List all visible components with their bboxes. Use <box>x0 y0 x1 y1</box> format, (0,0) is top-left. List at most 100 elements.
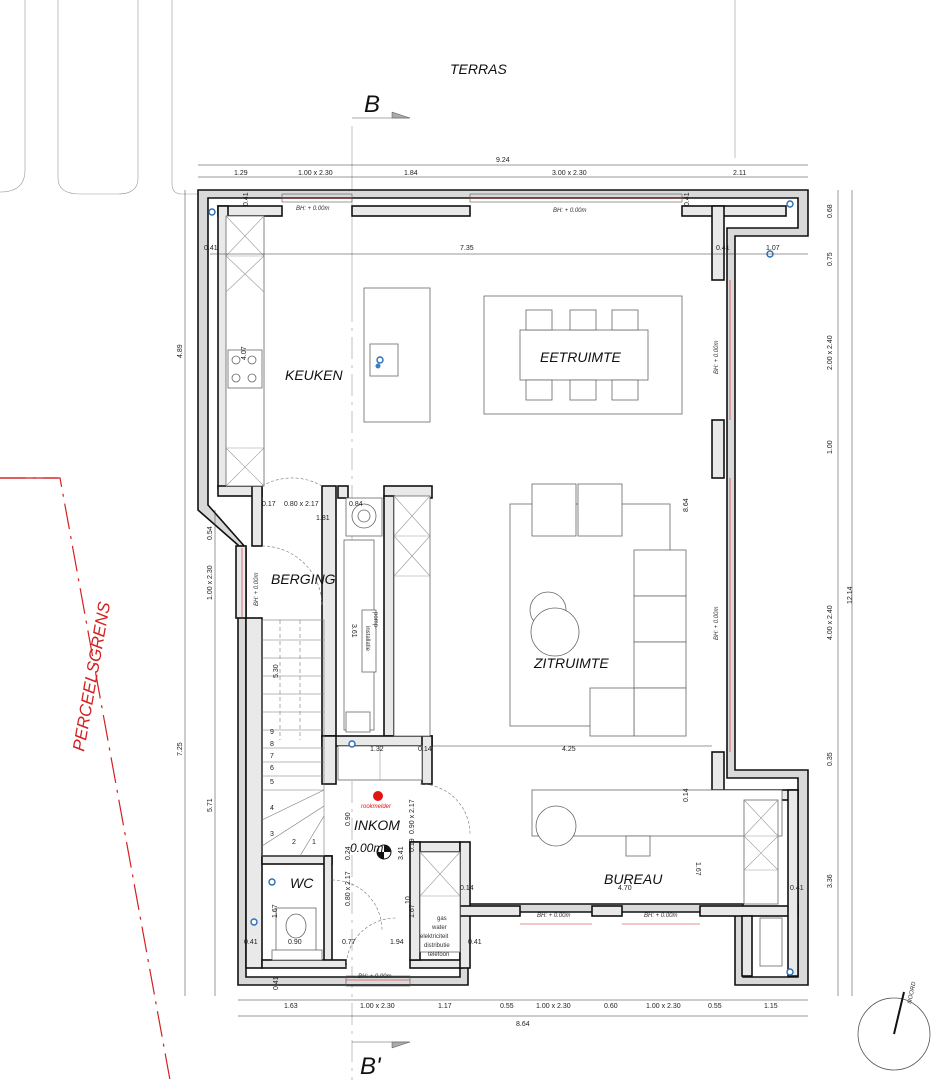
bh-bureau-right: BH: + 0.00m <box>644 913 678 919</box>
dim-b-115: 1.15 <box>764 1003 778 1010</box>
dim-084: 0.84 <box>349 501 363 508</box>
dim-167-a: 1.67 <box>272 904 279 918</box>
dim-v-407: 4.07 <box>241 346 248 360</box>
dim-door3: 0.80 x 2.17 <box>345 871 352 906</box>
dim-r-win2: 4.00 x 2.40 <box>827 605 834 640</box>
dim-v-054: 0.54 <box>207 526 214 540</box>
windows <box>241 193 731 987</box>
north-arrow-icon <box>857 991 931 1071</box>
room-eetruimte: EETRUIMTE <box>540 349 622 365</box>
bh-bureau-left: BH: + 0.00m <box>537 913 571 919</box>
dim-v-571: 5.71 <box>207 798 214 812</box>
dim-b-055-b: 0.55 <box>708 1003 722 1010</box>
section-markers <box>352 111 411 1049</box>
stair-step: 2 <box>292 839 296 846</box>
distributie-label: distributie <box>424 943 450 949</box>
door-swings <box>261 477 471 969</box>
dim-b-117: 1.17 <box>438 1003 452 1010</box>
dim-090-a: 0.90 <box>345 812 352 826</box>
dim-425: 4.25 <box>562 746 576 753</box>
bh-top-right: BH: + 0.00m <box>553 208 587 214</box>
dim-041-g: 0.41 <box>790 885 804 892</box>
gas-label: gas <box>437 916 447 922</box>
dim-r-035: 0.35 <box>827 752 834 766</box>
installatie-label: installatie <box>364 626 370 652</box>
dim-181: 1.81 <box>316 515 330 522</box>
bh-entrance: BH: + 0.00m <box>358 974 392 980</box>
dim-top-3: 2.11 <box>733 170 746 177</box>
dim-b-win3: 1.00 x 2.30 <box>646 1003 681 1010</box>
dim-041-f: 0.41 <box>468 939 482 946</box>
dim-b-win1: 1.00 x 2.30 <box>360 1003 395 1010</box>
dim-041-h: 0.41 <box>273 976 280 990</box>
dim-b-win2: 1.00 x 2.30 <box>536 1003 571 1010</box>
dim-top-1: 1.29 <box>234 170 248 177</box>
dim-041-c: 0.41 <box>243 192 250 206</box>
dim-167-c: 1.67 <box>694 862 701 876</box>
section-b2-label: B' <box>360 1053 382 1080</box>
dim-v-530: 5.30 <box>273 664 280 678</box>
dim-v-361: 3.61 <box>350 624 357 638</box>
dim-014-c: 0.14 <box>460 885 474 892</box>
property-line <box>0 477 171 1080</box>
dim-077: 0.77 <box>342 939 356 946</box>
dim-b-total: 8.64 <box>516 1021 530 1028</box>
dim-107: 1.07 <box>766 245 780 252</box>
dim-470: 4.70 <box>618 885 632 892</box>
bh-top-left: BH: + 0.00m <box>296 206 330 212</box>
smoke-detector-icon <box>373 791 383 801</box>
perceelsgrens-label: PERCEELSGRENS <box>69 600 114 753</box>
stair-step: 4 <box>270 805 274 812</box>
dim-024: 0.24 <box>345 846 352 860</box>
dim-v-725: 7.25 <box>177 742 184 756</box>
room-zitruimte: ZITRUIMTE <box>533 655 609 671</box>
dim-top-total: 9.24 <box>496 157 510 164</box>
stair-step: 8 <box>270 741 274 748</box>
dim-132: 1.32 <box>370 746 384 753</box>
terras-label: TERRAS <box>450 61 507 77</box>
room-keuken: KEUKEN <box>285 367 343 383</box>
dim-top-win1: 1.00 x 2.30 <box>298 170 333 177</box>
bh-right-lower: BH: + 0.00m <box>714 606 720 640</box>
kitchen-furniture <box>225 215 431 487</box>
level-label: 0.00m <box>350 841 383 855</box>
level-marker-icon <box>376 844 392 860</box>
dim-top-win2: 3.00 x 2.30 <box>552 170 587 177</box>
dim-r-100: 1.00 <box>827 440 834 454</box>
staircase <box>261 619 325 857</box>
dim-r-win1: 2.00 x 2.40 <box>827 335 834 370</box>
dim-r-1214: 12.14 <box>847 586 854 604</box>
living-sofa <box>509 483 687 737</box>
dim-r-336: 3.36 <box>827 874 834 888</box>
bh-berging: BH: + 0.00m <box>254 572 260 606</box>
dim-194: 1.94 <box>390 939 404 946</box>
dim-v-864: 8.64 <box>683 498 690 512</box>
dim-v-side-win: 1.00 x 2.30 <box>207 565 214 600</box>
dim-door2: 0.90 x 2.17 <box>409 799 416 834</box>
bh-right-upper: BH: + 0.00m <box>714 340 720 374</box>
water-label: water <box>431 925 447 931</box>
wc-fixtures <box>271 907 323 961</box>
dim-r-068: 0.68 <box>827 204 834 218</box>
dim-v-489: 4.89 <box>177 344 184 358</box>
section-b-label: B <box>364 91 380 118</box>
dim-167-b: 1.67 <box>409 904 416 918</box>
dim-door1: 0.80 x 2.17 <box>284 501 319 508</box>
dim-041-e: 0.41 <box>244 939 258 946</box>
dimension-lines <box>184 164 853 1017</box>
pomp-label: pomp- <box>372 612 378 629</box>
dim-inner-width: 7.35 <box>460 245 474 252</box>
room-berging: BERGING <box>271 571 336 587</box>
dining-table <box>483 295 683 415</box>
dim-top-2: 1.84 <box>404 170 418 177</box>
room-bureau: BUREAU <box>604 871 663 887</box>
bureau-furniture <box>531 789 783 967</box>
dim-10: 10 <box>405 896 412 904</box>
stair-step: 3 <box>270 831 274 838</box>
noord-label: NOORD <box>907 981 918 1005</box>
stair-step: 6 <box>270 765 274 772</box>
storage-furniture <box>337 495 461 953</box>
dim-b-055-a: 0.55 <box>500 1003 514 1010</box>
dim-341: 3.41 <box>398 846 405 860</box>
